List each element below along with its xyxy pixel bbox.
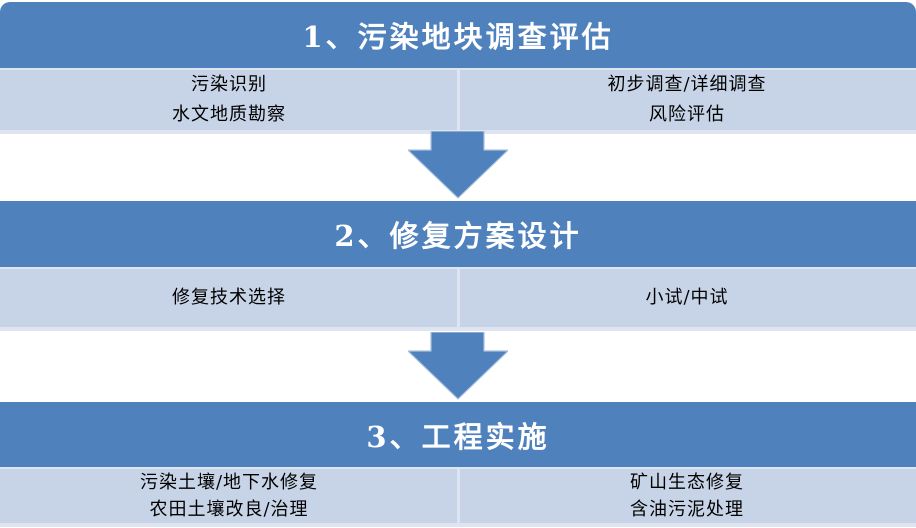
stage-3-item-mine-ecological-restoration: 矿山生态修复 xyxy=(630,471,744,493)
stage-1-header: 1、污染地块调查评估 xyxy=(0,2,916,68)
stage-1-item-pollution-identification: 污染识别 xyxy=(191,74,267,95)
stage-1-item-preliminary-detailed-survey: 初步调查/详细调查 xyxy=(607,74,767,95)
stage-2-item-bench-pilot-test: 小试/中试 xyxy=(645,287,729,308)
stage-2-title: 2、修复方案设计 xyxy=(334,219,582,253)
down-arrow-icon xyxy=(408,332,508,400)
stage-3-item-farmland-soil-improvement: 农田土壤改良/治理 xyxy=(149,498,309,520)
stage-2-header: 2、修复方案设计 xyxy=(0,201,916,267)
stage-3-right-column: 矿山生态修复 含油污泥处理 xyxy=(458,469,916,523)
stage-2-body: 修复技术选择 小试/中试 xyxy=(0,267,916,331)
stage-1-right-column: 初步调查/详细调查 风险评估 xyxy=(458,70,916,130)
stage-3-header: 3、工程实施 xyxy=(0,402,916,467)
stage-1-body: 污染识别 水文地质勘察 初步调查/详细调查 风险评估 xyxy=(0,68,916,134)
stage-1-title: 1、污染地块调查评估 xyxy=(302,20,614,54)
stage-1-column-divider xyxy=(456,70,460,130)
stage-1-item-risk-assessment: 风险评估 xyxy=(649,104,725,125)
stage-1-left-column: 污染识别 水文地质勘察 xyxy=(0,70,458,130)
stage-3-body: 污染土壤/地下水修复 农田土壤改良/治理 矿山生态修复 含油污泥处理 xyxy=(0,467,916,527)
stage-1-block: 1、污染地块调查评估 污染识别 水文地质勘察 初步调查/详细调查 风险评估 xyxy=(0,2,916,134)
stage-3-left-column: 污染土壤/地下水修复 农田土壤改良/治理 xyxy=(0,469,458,523)
stage-3-item-oily-sludge-treatment: 含油污泥处理 xyxy=(630,498,744,520)
stage-1-item-hydrogeological-survey: 水文地质勘察 xyxy=(172,104,286,125)
stage-2-right-column: 小试/中试 xyxy=(458,269,916,327)
stage-2-column-divider xyxy=(456,269,460,327)
stage-3-block: 3、工程实施 污染土壤/地下水修复 农田土壤改良/治理 矿山生态修复 含油污泥处… xyxy=(0,402,916,527)
stage-3-column-divider xyxy=(456,469,460,523)
stage-2-item-remediation-technology-selection: 修复技术选择 xyxy=(172,287,286,308)
stage-2-left-column: 修复技术选择 xyxy=(0,269,458,327)
stage-2-block: 2、修复方案设计 修复技术选择 小试/中试 xyxy=(0,201,916,331)
stage-3-item-soil-groundwater-remediation: 污染土壤/地下水修复 xyxy=(139,471,319,493)
down-arrow-icon xyxy=(408,131,508,199)
stage-3-title: 3、工程实施 xyxy=(366,419,550,454)
